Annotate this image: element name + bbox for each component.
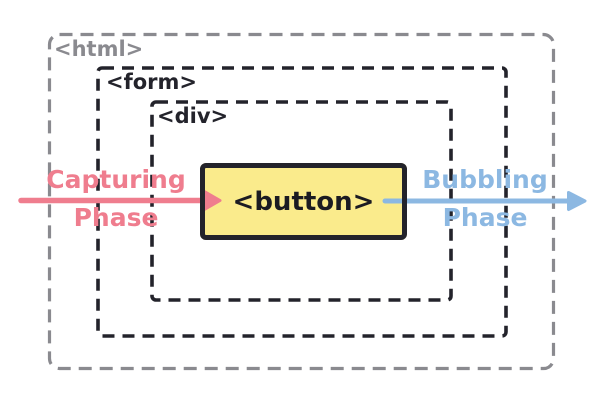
bubbling-phase-label-line2: Phase bbox=[442, 203, 528, 232]
capturing-phase-label-line2: Phase bbox=[73, 203, 159, 232]
button-node: <button> bbox=[200, 163, 407, 240]
div-node-label: <div> bbox=[157, 104, 229, 128]
capturing-phase-label-line1: Capturing bbox=[46, 165, 186, 194]
bubbling-phase-label-line1: Bubbling bbox=[422, 165, 548, 194]
form-node-label: <form> bbox=[106, 70, 197, 94]
html-node-label: <html> bbox=[54, 37, 144, 61]
button-node-label: <button> bbox=[232, 186, 375, 217]
